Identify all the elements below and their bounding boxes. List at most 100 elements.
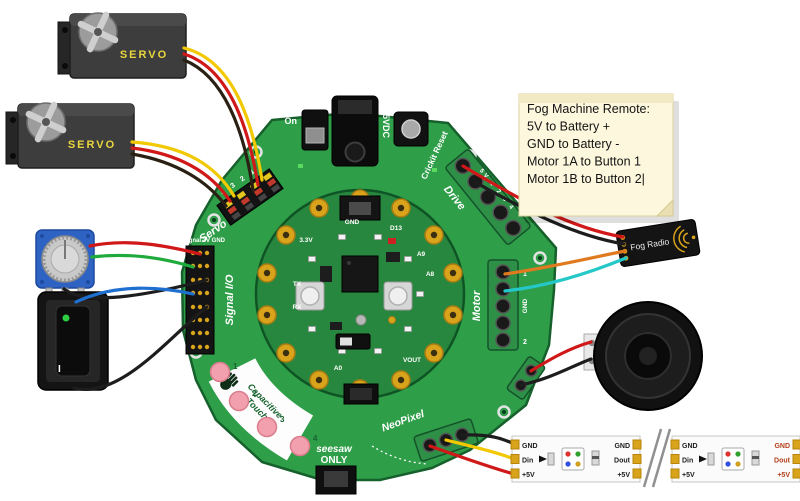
cpx-pad-label-a0: A0: [334, 365, 343, 372]
cpx-pad-label-v33: 3.3V: [299, 237, 313, 244]
sticky-note[interactable]: Fog Machine Remote: 5V to Battery + GND …: [518, 93, 679, 223]
wire-servo2-signal[interactable]: [130, 140, 236, 198]
status-led: [432, 168, 437, 172]
neopixel-strip-segment-2[interactable]: GND Din +5V GND Dout +5V: [670, 435, 800, 483]
wire-switch-ground[interactable]: [72, 305, 209, 392]
touch-pad-number: 4: [313, 434, 318, 443]
wire-pot-ground[interactable]: [62, 278, 209, 300]
antenna-icon: [673, 225, 690, 253]
capacitor: [707, 452, 715, 466]
circuit-playground-express[interactable]: GND D13 A9 A8 TX RX 3.3V A0 VOUT: [254, 188, 466, 405]
seesaw-only-label: ONLY: [321, 455, 348, 466]
wire-fog-gnd[interactable]: [473, 180, 626, 246]
signal-pin-label: 5: [176, 304, 180, 311]
wire-fog-motor1a[interactable]: [503, 249, 627, 276]
neopixel-led: [561, 447, 585, 471]
cpx-pad-label-tx: TX: [293, 281, 302, 288]
signal-header-label: Signal 3V GND: [183, 238, 226, 244]
strip-gnd-label: GND: [682, 443, 698, 450]
rocker-switch[interactable]: I: [37, 291, 109, 391]
wire-strip-5v[interactable]: [428, 444, 516, 476]
strip-5v-label: +5V: [617, 472, 630, 479]
seesaw-usb-port[interactable]: [315, 465, 357, 495]
signal-io-label: Signal I/O: [224, 274, 236, 325]
strip-gnd-label: GND: [774, 443, 790, 450]
cpx-usb-port[interactable]: [339, 195, 381, 221]
cpx-pad-label-a8: A8: [426, 271, 435, 278]
cpx-neopixels: [296, 234, 424, 354]
potentiometer[interactable]: [35, 229, 95, 298]
wire-fog-motor1b[interactable]: [503, 256, 628, 293]
servo-label: SERVO: [68, 139, 116, 151]
signal-io-header[interactable]: [185, 245, 215, 355]
note-line: Motor 1A to Button 1: [527, 155, 641, 169]
motor-pin-2-label: 2: [523, 339, 527, 346]
wire-strip-data[interactable]: [444, 438, 516, 461]
strip-gnd-label: GND: [522, 443, 538, 450]
fog-radio-module[interactable]: Fog Radio: [615, 219, 701, 267]
data-arrow-icon: [699, 455, 707, 463]
slide-switch[interactable]: [335, 333, 371, 350]
cpx-reset-button[interactable]: [355, 314, 367, 326]
touch-pad-number: 2: [252, 389, 257, 398]
wire-servo2-ground[interactable]: [130, 152, 228, 208]
data-arrow-icon: [539, 455, 547, 463]
button-b[interactable]: [383, 281, 413, 311]
button-a[interactable]: [295, 281, 325, 311]
switch-marker: I: [58, 364, 61, 375]
neopixel-silk-arc: [371, 445, 429, 465]
strip-5v-label: +5V: [682, 472, 695, 479]
wire-servo2-power[interactable]: [130, 146, 232, 203]
note-line: Motor 1B to Button 2|: [527, 172, 645, 186]
servo-label: SERVO: [120, 49, 168, 61]
note-folded-corner: [655, 198, 674, 217]
neopixel-strip-segment-1[interactable]: GND Din +5V GND Dout +5V: [510, 435, 642, 483]
motor-label: Motor: [471, 290, 483, 321]
strip-din-label: Din: [682, 458, 693, 465]
motor-terminal[interactable]: [487, 259, 519, 351]
wire-servo1-power[interactable]: [182, 52, 260, 187]
strip-dout-label: Dout: [614, 458, 631, 465]
servo-2[interactable]: SERVO: [5, 93, 135, 169]
wire-servo1-ground[interactable]: [182, 58, 255, 192]
signal-pin-label: 3: [176, 277, 180, 284]
power-label: 5VDC: [381, 114, 391, 139]
wire-pot-power[interactable]: [88, 241, 202, 256]
touch-pad-number: 3: [280, 415, 285, 424]
strip-din-label: Din: [522, 458, 533, 465]
wire-speaker-positive[interactable]: [529, 340, 593, 373]
crickit-board[interactable]: Capacitive Touch 1 2 3 4: [176, 95, 558, 495]
capacitor: [547, 452, 555, 466]
cpx-pad-label-d13: D13: [390, 225, 402, 232]
cpx-pad-label-rx: RX: [292, 304, 302, 311]
cpx-pad-label-a9: A9: [417, 251, 426, 258]
wire-servo1-signal[interactable]: [182, 46, 264, 182]
motor-pin-1-label: 1: [523, 271, 527, 278]
note-line: Fog Machine Remote:: [527, 102, 650, 116]
strip-gnd-label: GND: [614, 443, 630, 450]
wire-speaker-negative[interactable]: [519, 357, 593, 387]
switch-indicator: [62, 314, 70, 322]
neopixel-led: [721, 447, 745, 471]
seesaw-label: seesaw: [316, 444, 353, 455]
touch-pads[interactable]: 1 2 3 4: [209, 361, 319, 457]
touch-pad-number: 1: [233, 362, 238, 371]
reset-button[interactable]: [393, 111, 429, 147]
knurled-knob[interactable]: [42, 236, 88, 282]
wire-switch-signal[interactable]: [74, 286, 195, 304]
strip-break-marks: [642, 428, 672, 488]
signal-pin-label: 6: [176, 317, 180, 324]
note-line: GND to Battery -: [527, 137, 619, 151]
strip-dout-label: Dout: [774, 458, 791, 465]
cpx-components: [320, 238, 400, 330]
servo-1[interactable]: SERVO: [57, 3, 187, 79]
wire-pot-signal[interactable]: [90, 253, 195, 269]
strip-5v-label: +5V: [522, 472, 535, 479]
power-jack[interactable]: [331, 95, 379, 167]
speaker[interactable]: [583, 301, 703, 411]
power-switch[interactable]: [301, 109, 329, 151]
cpx-battery-jack[interactable]: [343, 383, 379, 405]
motor-pin-gnd-label: GND: [522, 298, 529, 313]
signal-pin-label: 8: [176, 344, 180, 351]
on-label: On: [285, 116, 298, 126]
